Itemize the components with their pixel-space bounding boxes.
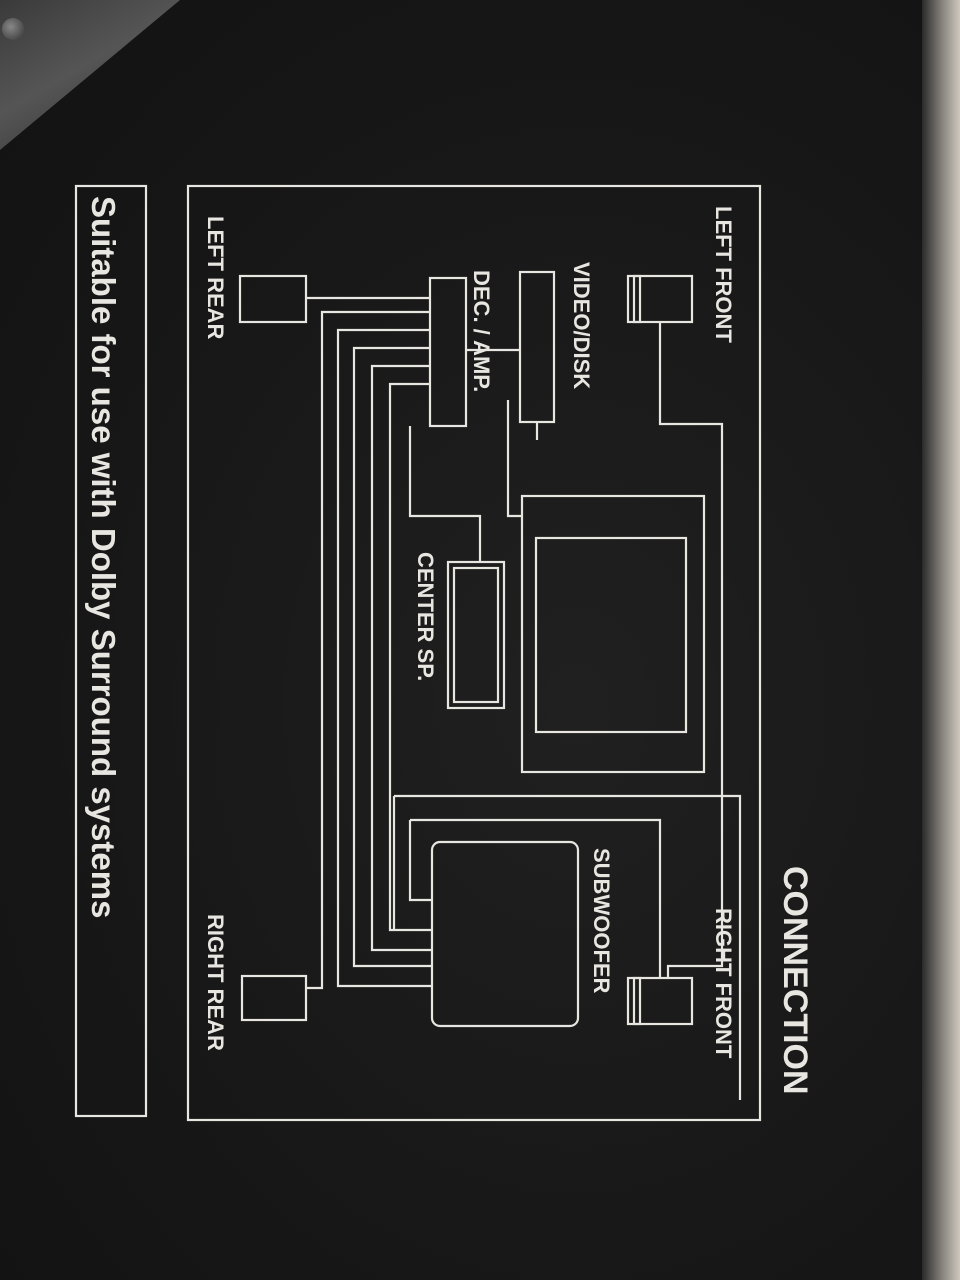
right-rear-speaker — [240, 974, 308, 1022]
label-video-disk: VIDEO/DISK — [569, 262, 594, 389]
dec-amp-unit — [428, 276, 468, 428]
tv-cabinet — [520, 494, 706, 774]
label-left-rear: LEFT REAR — [203, 216, 228, 340]
label-right-front: RIGHT FRONT — [711, 908, 736, 1059]
center-speaker — [446, 560, 506, 710]
wiring — [306, 296, 742, 1100]
tv-screen — [534, 536, 688, 734]
label-left-front: LEFT FRONT — [711, 206, 736, 343]
label-dec-amp: DEC. / AMP. — [469, 270, 494, 392]
left-rear-speaker — [238, 274, 308, 324]
center-speaker-inner — [452, 566, 500, 704]
label-center-sp: CENTER SP. — [413, 552, 438, 681]
tagline-text: Suitable for use with Dolby Surround sys… — [85, 196, 122, 918]
panel-edge — [922, 0, 960, 1280]
title-connection: CONNECTION — [776, 866, 814, 1095]
diagram-frame — [186, 184, 762, 1122]
label-subwoofer: SUBWOOFER — [589, 848, 614, 994]
right-front-speaker — [626, 976, 694, 1026]
left-front-speaker — [626, 274, 694, 324]
right-front-speaker-grill — [632, 976, 642, 1026]
left-front-speaker-grill — [632, 274, 642, 324]
tagline-box — [74, 184, 148, 1118]
video-disk-unit — [518, 270, 556, 424]
subwoofer-unit — [430, 840, 580, 1028]
label-right-rear: RIGHT REAR — [203, 914, 228, 1051]
screw-head — [2, 18, 24, 40]
